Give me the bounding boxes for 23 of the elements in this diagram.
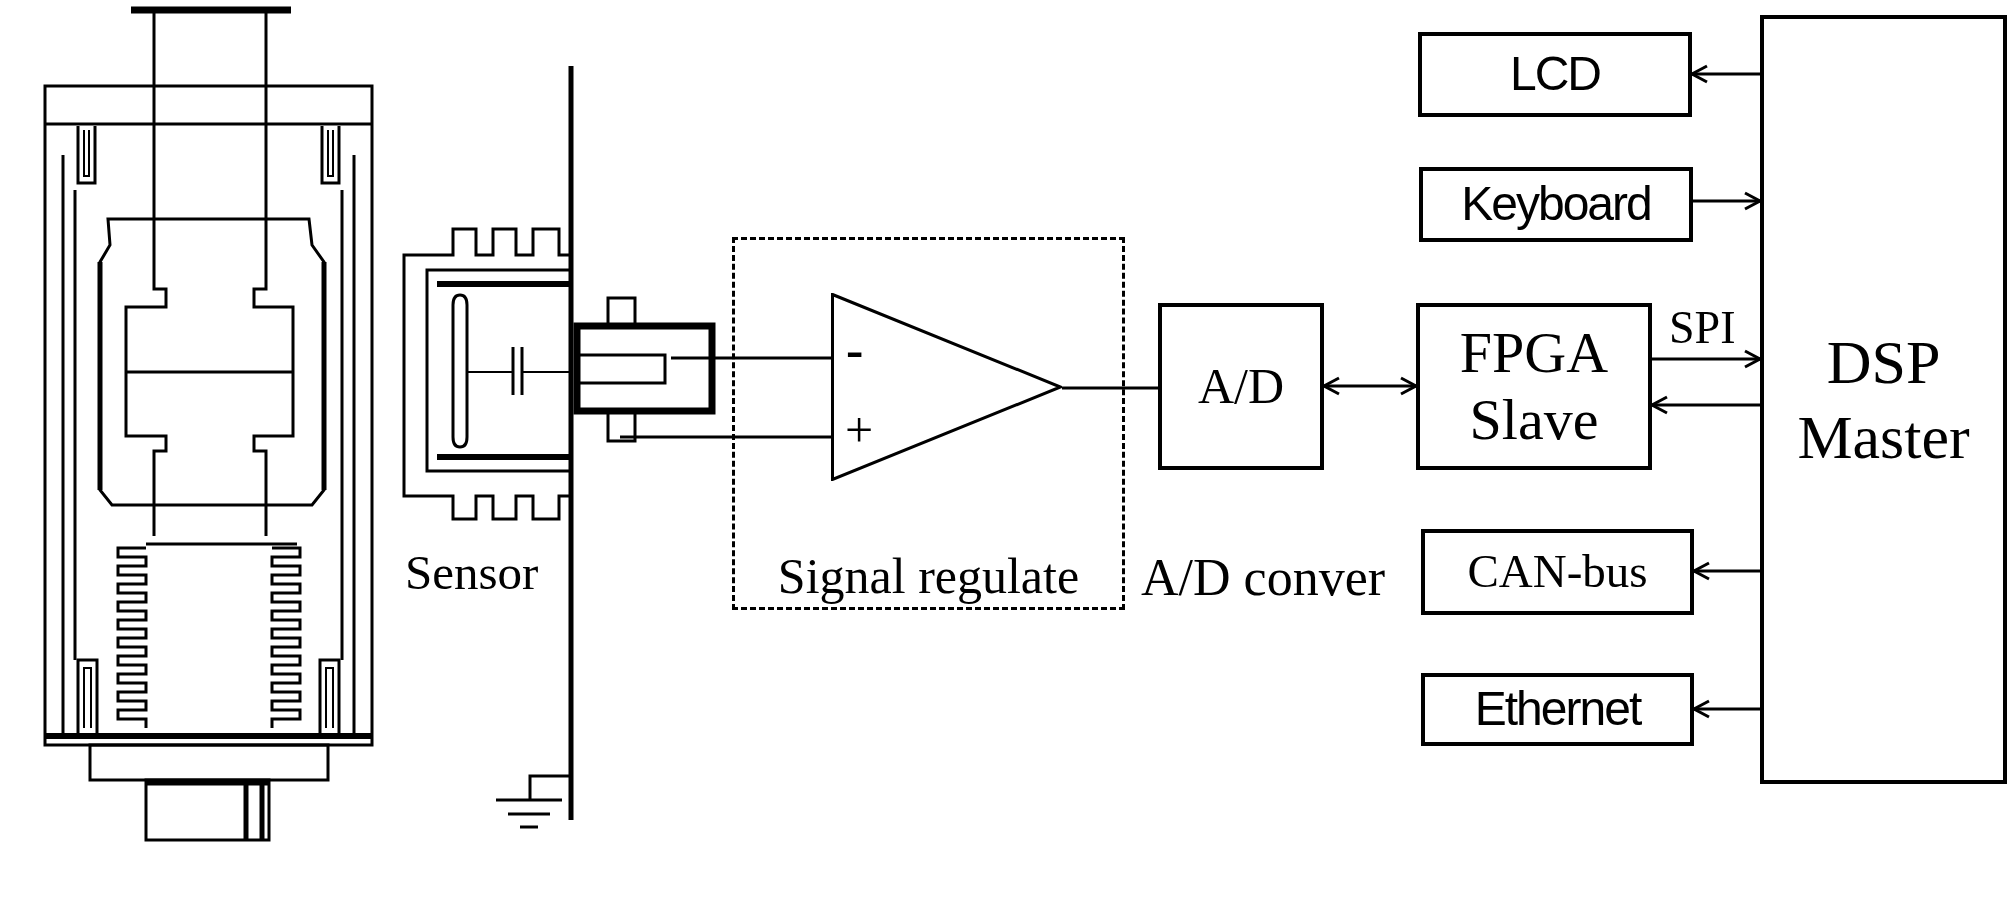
double-arrow <box>1322 376 1418 396</box>
arrow <box>1690 64 1760 84</box>
connector-line <box>716 356 831 360</box>
processor-block: DSP Master <box>1760 15 2007 784</box>
arrow <box>1692 699 1760 719</box>
bus-block: CAN-bus <box>1421 529 1694 615</box>
part-caption: Sensor <box>405 548 539 597</box>
dashed-stage-frame <box>732 237 1125 610</box>
controller-block: FPGA Slave <box>1416 303 1652 470</box>
arrow <box>1693 191 1762 211</box>
connector-line <box>716 435 831 439</box>
keyboard-block: Keyboard <box>1419 167 1693 242</box>
converter-block: A/D <box>1158 303 1324 470</box>
display-block: LCD <box>1418 32 1692 117</box>
plus-sign: + <box>845 405 874 455</box>
arrow <box>1692 561 1760 581</box>
connector-line <box>1062 386 1158 390</box>
arrow <box>1652 349 1762 369</box>
capacitive-sensor-drawing <box>400 225 716 523</box>
network-block: Ethernet <box>1421 673 1694 746</box>
minus-sign: - <box>846 324 864 376</box>
stage-caption: A/D conver <box>1141 552 1386 604</box>
arrow <box>1650 395 1760 415</box>
